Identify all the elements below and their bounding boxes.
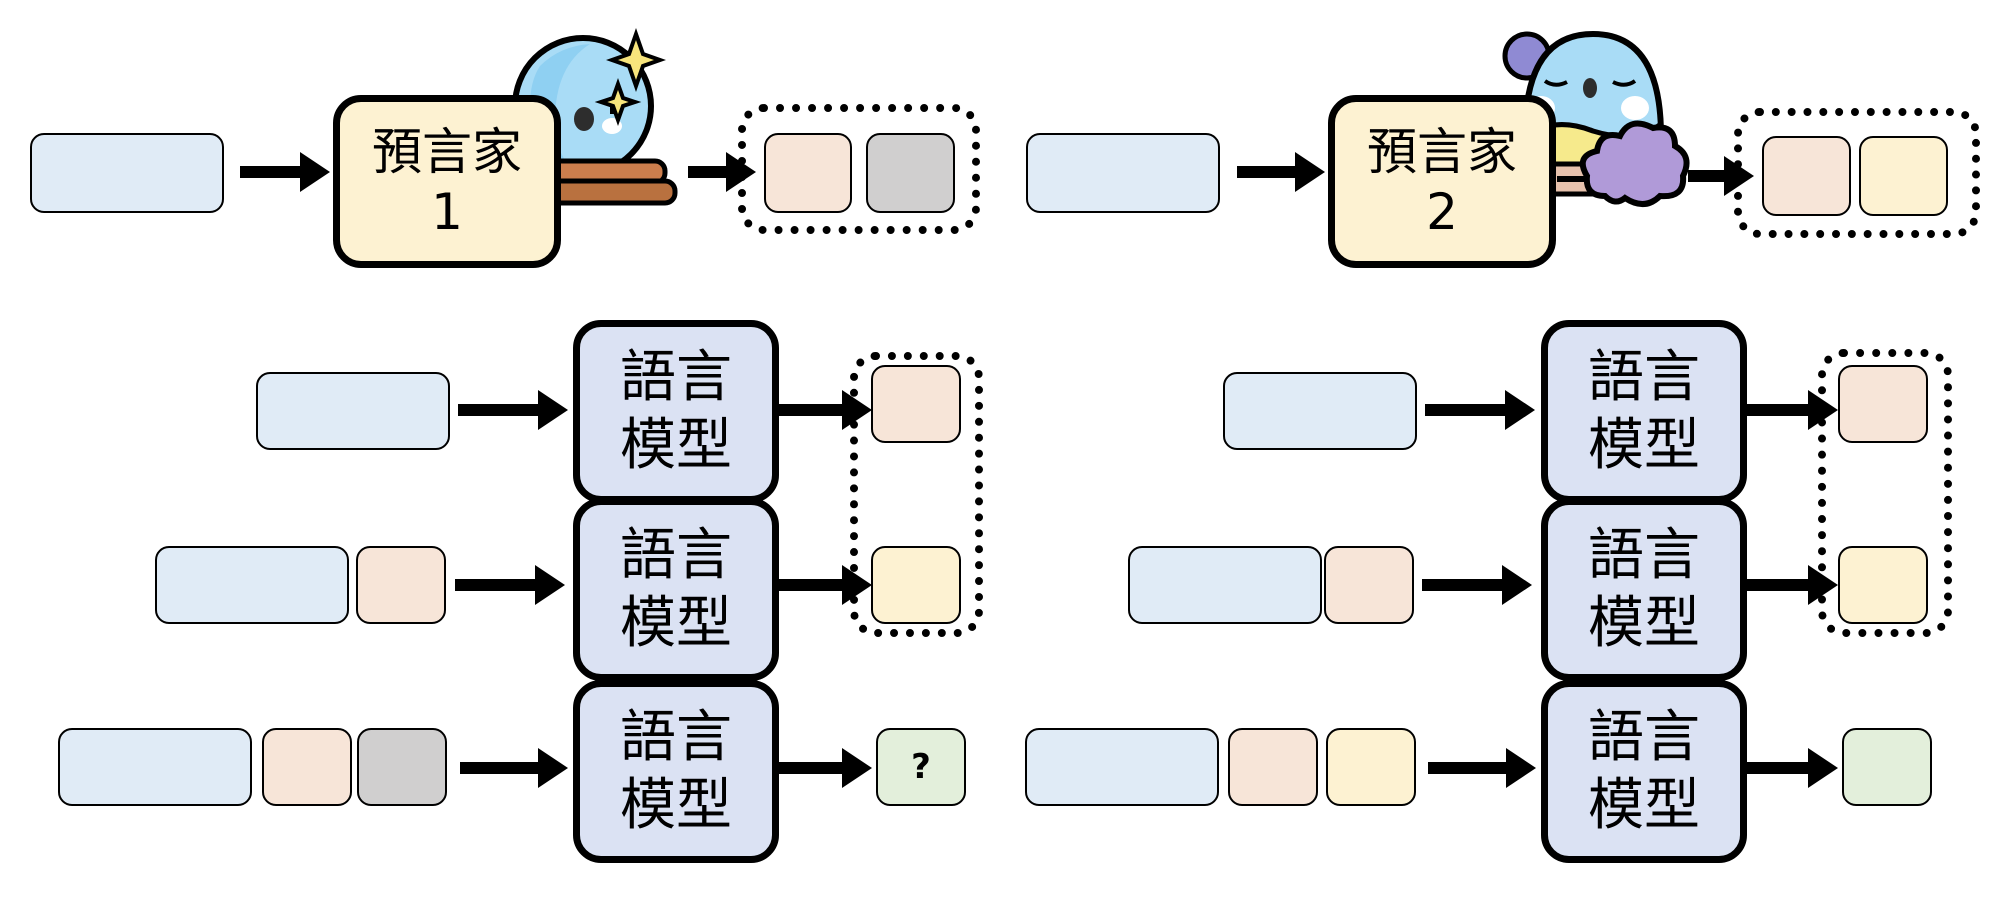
arrow-icon (1425, 390, 1535, 430)
arrow-icon (1746, 748, 1842, 788)
lm-label-line2: 模型 (1588, 412, 1700, 478)
lm-label-line2: 模型 (620, 772, 732, 838)
oracle2-output-token-yellow (1859, 136, 1948, 216)
left-row3-input-token-peach (262, 728, 352, 806)
lm-label-line1: 語言 (1588, 522, 1700, 588)
right-row3-input-token-yellow (1326, 728, 1416, 806)
left-lm-box-3: 語言 模型 (573, 680, 779, 863)
arrow-icon (458, 390, 568, 430)
question-mark-icon: ? (911, 747, 931, 787)
lm-label-line2: 模型 (1588, 772, 1700, 838)
oracle1-output-group (738, 104, 980, 234)
right-row2-input-token-blue (1128, 546, 1322, 624)
right-row2-output-token-yellow (1838, 546, 1928, 624)
oracle1-output-token-peach (764, 133, 852, 213)
lm-label-line1: 語言 (1588, 704, 1700, 770)
left-row2-input-token-peach (356, 546, 446, 624)
arrow-icon (240, 152, 330, 192)
arrow-icon (1428, 748, 1538, 788)
arrow-icon (778, 748, 874, 788)
right-row1-input-token-blue (1223, 372, 1417, 450)
lm-label-line1: 語言 (620, 704, 732, 770)
right-row3-input-token-peach (1228, 728, 1318, 806)
left-row2-input-token-blue (155, 546, 349, 624)
left-output-group (850, 352, 983, 637)
oracle1-input-token (30, 133, 224, 213)
oracle2-number: 2 (1426, 182, 1458, 241)
oracle2-box: 預言家 2 (1328, 95, 1556, 268)
arrow-icon (460, 748, 570, 788)
lm-label-line1: 語言 (1588, 344, 1700, 410)
lm-label-line1: 語言 (620, 344, 732, 410)
oracle1-label: 預言家 (372, 122, 522, 181)
arrow-icon (455, 565, 565, 605)
oracle2-label: 預言家 (1367, 122, 1517, 181)
lm-label-line2: 模型 (620, 590, 732, 656)
right-row2-input-token-peach (1324, 546, 1414, 624)
oracle2-input-token (1026, 133, 1220, 213)
arrow-icon (1422, 565, 1532, 605)
left-row1-output-token-peach (871, 365, 961, 443)
left-row2-output-token-yellow (871, 546, 961, 624)
lm-label-line2: 模型 (1588, 590, 1700, 656)
lm-label-line2: 模型 (620, 412, 732, 478)
right-row1-output-token-peach (1838, 365, 1928, 443)
oracle2-output-group (1734, 108, 1980, 238)
lm-label-line1: 語言 (620, 522, 732, 588)
oracle1-number: 1 (431, 182, 463, 241)
left-lm-box-2: 語言 模型 (573, 498, 779, 681)
left-row3-input-token-gray (357, 728, 447, 806)
arrow-icon (1237, 152, 1327, 192)
left-row1-input-token-blue (256, 372, 450, 450)
left-row3-output-token-unknown: ? (876, 728, 966, 806)
right-row3-input-token-blue (1025, 728, 1219, 806)
oracle2-output-token-peach (1762, 136, 1851, 216)
left-lm-box-1: 語言 模型 (573, 320, 779, 503)
right-lm-box-1: 語言 模型 (1541, 320, 1747, 503)
left-row3-input-token-blue (58, 728, 252, 806)
right-lm-box-2: 語言 模型 (1541, 498, 1747, 681)
right-row3-output-token-green (1842, 728, 1932, 806)
oracle1-output-token-gray (866, 133, 955, 213)
oracle1-box: 預言家 1 (333, 95, 561, 268)
right-lm-box-3: 語言 模型 (1541, 680, 1747, 863)
right-output-group (1818, 349, 1952, 637)
